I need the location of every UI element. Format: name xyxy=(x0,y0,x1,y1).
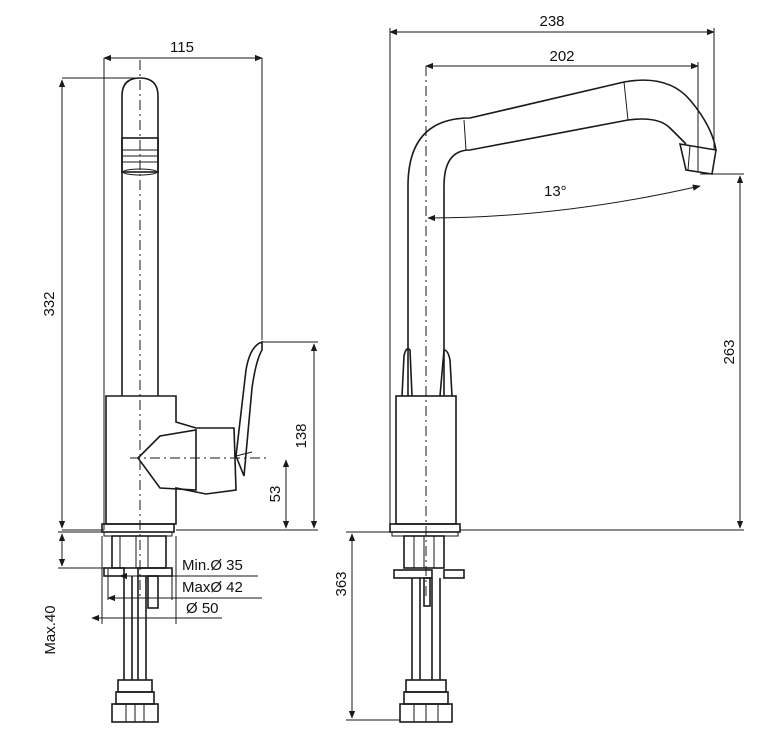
front-view xyxy=(101,60,268,723)
dim-332: 332 xyxy=(41,291,58,316)
front-base-plate xyxy=(101,523,175,533)
dim-max-40: Max.40 xyxy=(42,605,59,654)
dim-13-degrees: 13° xyxy=(544,183,567,200)
dim-base-diameter: Ø 50 xyxy=(186,600,219,617)
dim-53: 53 xyxy=(267,486,284,503)
front-body xyxy=(105,395,237,525)
side-spout-outer xyxy=(407,79,717,396)
side-base-plate xyxy=(389,523,461,533)
front-aerator xyxy=(121,137,159,173)
side-spout-inner xyxy=(443,118,687,396)
dim-138: 138 xyxy=(293,423,310,448)
dim-363: 363 xyxy=(333,571,350,596)
dim-min-hole: Min.Ø 35 xyxy=(182,557,243,574)
side-view xyxy=(389,66,717,723)
dim-max-hole: MaxØ 42 xyxy=(182,579,243,596)
front-dimensions xyxy=(58,54,318,624)
dim-202: 202 xyxy=(549,48,574,65)
dim-238: 238 xyxy=(539,13,564,30)
front-lever xyxy=(235,340,263,477)
side-lever xyxy=(401,348,413,397)
side-dimensions xyxy=(346,28,744,721)
dim-263: 263 xyxy=(721,339,738,364)
dim-115: 115 xyxy=(170,39,194,56)
